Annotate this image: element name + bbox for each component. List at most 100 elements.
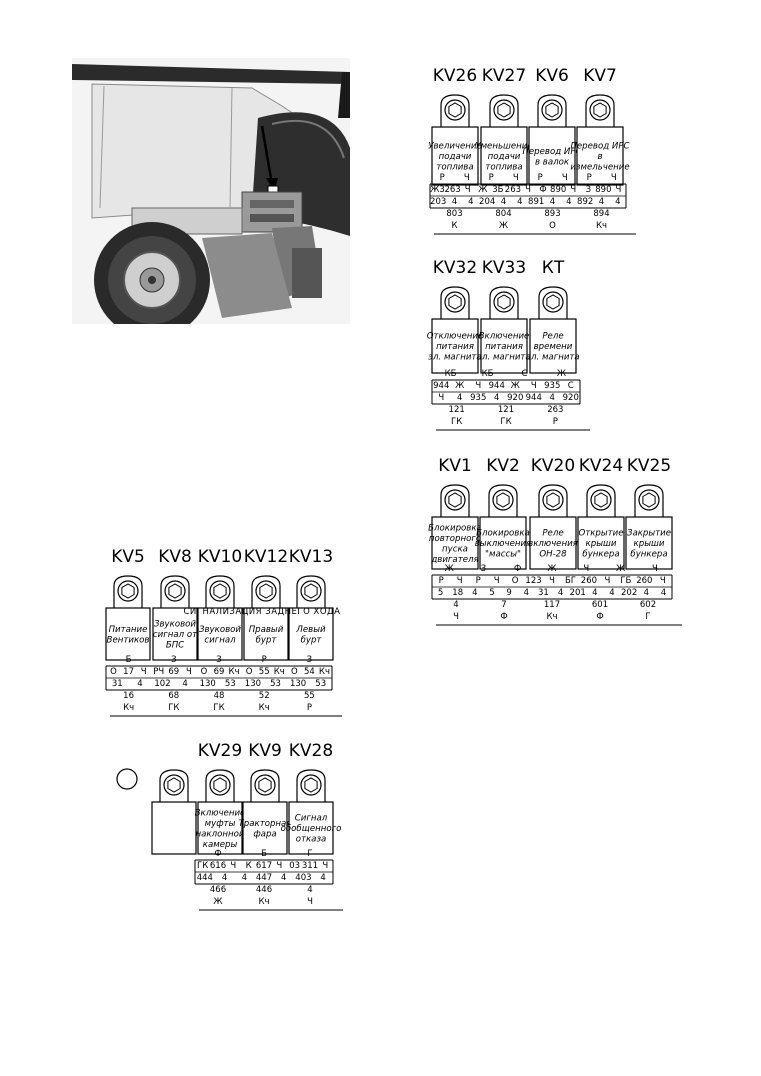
pin-label: Ч — [583, 564, 589, 574]
relay-label: KV27 — [482, 66, 526, 86]
pin-label: 617 — [256, 861, 272, 871]
pin-label: 4 — [472, 588, 477, 598]
pin-label: 4 — [182, 679, 187, 689]
pin-label: О — [549, 221, 556, 231]
relay-caption-line: бункера — [630, 550, 667, 560]
relay-caption-line: Закрытие — [627, 529, 671, 539]
pin-label: Ч — [604, 576, 610, 586]
relay-label: KV24 — [579, 456, 623, 476]
pin-label: 466 — [210, 885, 226, 895]
relay-nut-icon — [537, 94, 567, 127]
pin-label: 55 — [259, 667, 270, 677]
pin-label: З — [171, 655, 176, 665]
relay-caption-line: Вентиков — [107, 635, 150, 645]
relay-caption-line: подачи — [488, 152, 521, 162]
relay-caption-line: Блокировка — [476, 529, 530, 539]
pin-label: О — [512, 576, 519, 586]
pin-connector — [429, 183, 627, 209]
pin-label: 263 — [547, 405, 563, 415]
spare-socket-icon — [116, 768, 138, 790]
pin-label: 602 — [640, 600, 656, 610]
pin-label: 69 — [214, 667, 225, 677]
pin-label: 4 — [592, 588, 597, 598]
relay-caption-box — [152, 607, 198, 661]
relay-caption-box — [625, 516, 673, 570]
pin-label: 4 — [524, 588, 529, 598]
pin-label: 4 — [453, 600, 458, 610]
relay-caption-line: питания — [485, 342, 523, 352]
pin-label: ГБ — [620, 576, 631, 586]
relay-nut-icon — [205, 575, 235, 608]
relay-label: KV28 — [289, 741, 333, 761]
pin-label: 260 — [581, 576, 597, 586]
relay-caption-line: топлива — [485, 163, 522, 173]
pin-label: 935 — [470, 393, 486, 403]
pin-label: Ч — [457, 576, 463, 586]
pin-label: Ч — [494, 576, 500, 586]
pin-label: 403 — [295, 873, 311, 883]
pin-label: 601 — [592, 600, 608, 610]
relay-caption-line: крыши — [586, 539, 617, 549]
pin-label: 4 — [615, 197, 620, 207]
pin-label: 130 — [245, 679, 261, 689]
relay-caption-line: Блокировка — [428, 523, 482, 533]
pin-label: 3Б — [492, 185, 503, 195]
pin-label: 263 — [505, 185, 521, 195]
pin-label: Ч — [453, 612, 459, 622]
pin-label: Ч — [513, 173, 519, 183]
relay-caption-line: Открытие — [578, 529, 623, 539]
relay-caption-line: пуска — [442, 544, 468, 554]
pin-label: 4 — [452, 197, 457, 207]
relay-caption-line: Уменьшение — [475, 142, 532, 152]
pin-label: К — [451, 221, 457, 231]
relay-caption-line: двигателя — [430, 555, 478, 565]
relay-label: KV32 — [433, 258, 477, 278]
pin-label: 5 — [438, 588, 443, 598]
relay-nut-icon — [113, 575, 143, 608]
pin-label: КБ — [482, 369, 494, 379]
pin-label: Ч — [307, 897, 313, 907]
relay-nut-icon — [440, 286, 470, 319]
pin-label: Р — [476, 576, 481, 586]
pin-label: Ж — [445, 564, 454, 574]
pin-label: Кч — [546, 612, 557, 622]
relay-caption-line: включения — [528, 539, 578, 549]
pin-label: Р — [587, 173, 592, 183]
pin-label: 48 — [214, 691, 225, 701]
pin-label: Р — [489, 173, 494, 183]
pin-label: ГК — [168, 703, 179, 713]
pin-label: 4 — [494, 393, 499, 403]
relay-caption-line: Звуковой — [154, 620, 196, 630]
relay-caption-line: эл. магнита — [477, 353, 530, 363]
relay-nut-icon — [205, 769, 235, 802]
relay-caption-line: эл. магнита — [526, 353, 579, 363]
pin-label: 17 — [123, 667, 134, 677]
relay-caption-line: Перевод ИРС — [570, 142, 629, 152]
relay-label: KV12 — [244, 547, 288, 567]
pin-label: 4 — [550, 393, 555, 403]
relay-nut-icon — [440, 94, 470, 127]
pin-label: 117 — [544, 600, 560, 610]
pin-label: 7 — [501, 600, 506, 610]
relay-nut-icon — [250, 769, 280, 802]
pin-label: С — [522, 369, 528, 379]
relay-nut-icon — [160, 575, 190, 608]
relay-caption-line: измельчение — [570, 163, 629, 173]
relay-label: KV9 — [248, 741, 282, 761]
pin-label: 4 — [566, 197, 571, 207]
pin-label: 446 — [256, 885, 272, 895]
pin-label: ГК — [213, 703, 224, 713]
relay-nut-icon — [296, 575, 326, 608]
pin-label: Ф — [596, 612, 603, 622]
relay-caption-line: обобщенного — [281, 824, 342, 834]
pin-label: Ч — [438, 393, 444, 403]
pin-label: О — [201, 667, 208, 677]
relay-label: KV20 — [531, 456, 575, 476]
relay-label: KV6 — [535, 66, 569, 86]
relay-caption-box — [480, 126, 528, 186]
pin-label: ГК — [500, 417, 511, 427]
relay-caption-line: БПС — [166, 641, 184, 651]
pin-label: 447 — [256, 873, 272, 883]
pin-label: 616 — [210, 861, 226, 871]
relay-caption-line: подачи — [439, 152, 472, 162]
